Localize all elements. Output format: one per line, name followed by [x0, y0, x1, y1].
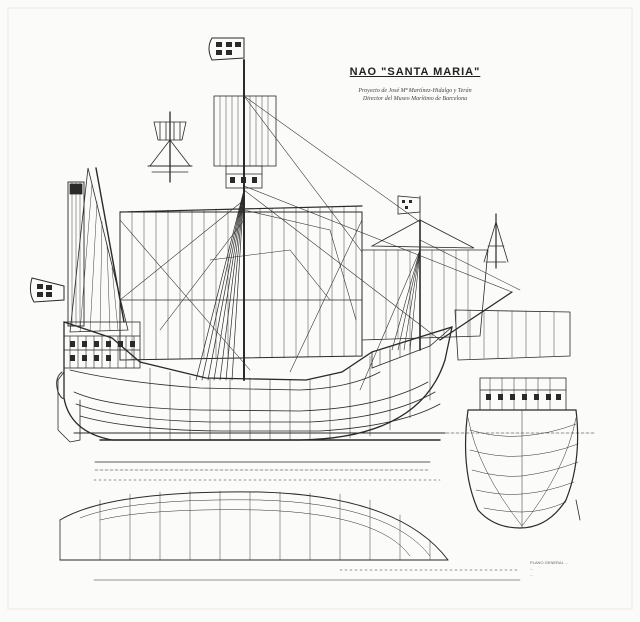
rudder — [57, 371, 81, 443]
sheet-border — [7, 7, 633, 610]
stern-castle-shields — [70, 341, 135, 361]
stern-castle-balustrade — [69, 335, 135, 369]
bowsprit — [439, 291, 513, 341]
half-breadth-plan — [59, 479, 521, 581]
fore-flag-icon — [397, 195, 421, 215]
forecastle — [371, 326, 453, 369]
credit-line-2: Director del Museo Marítimo de Barcelona — [362, 96, 468, 102]
sail-plan-view — [29, 37, 571, 471]
drawing-title-block: NAO "SANTA MARIA" Proyecto de José Mª Ma… — [340, 66, 490, 103]
plate-stamp-line-1: PLANO GENERAL ... — [530, 560, 569, 565]
hull-outline — [63, 321, 453, 441]
mizzen-lateen-sail — [69, 167, 129, 333]
standing-rigging — [119, 95, 521, 391]
main-shrouds — [195, 189, 245, 381]
hull-frames — [149, 337, 431, 441]
stern-flag-icon — [29, 277, 65, 303]
main-course-sail — [119, 211, 363, 361]
masthead-detail — [147, 111, 193, 183]
plate-stamp: PLANO GENERAL ... ... ... — [530, 560, 600, 578]
fore-topsail — [370, 219, 475, 249]
plate-stamp-line-3: ... — [530, 572, 534, 577]
stern-body-plan — [445, 377, 597, 529]
stern-castle-back — [479, 377, 567, 411]
credit-line-1: Proyecto de José Mª Martínez-Hidalgo y T… — [358, 88, 472, 94]
fore-sail — [361, 249, 489, 341]
fore-top-detail — [483, 213, 509, 269]
main-crows-nest — [225, 165, 263, 189]
drawing-title: NAO "SANTA MARIA" — [349, 66, 481, 78]
main-flag-icon — [208, 37, 245, 61]
stern-hull-outline — [464, 409, 579, 529]
plate-stamp-line-2: ... — [530, 566, 534, 571]
spritsail — [454, 309, 571, 361]
